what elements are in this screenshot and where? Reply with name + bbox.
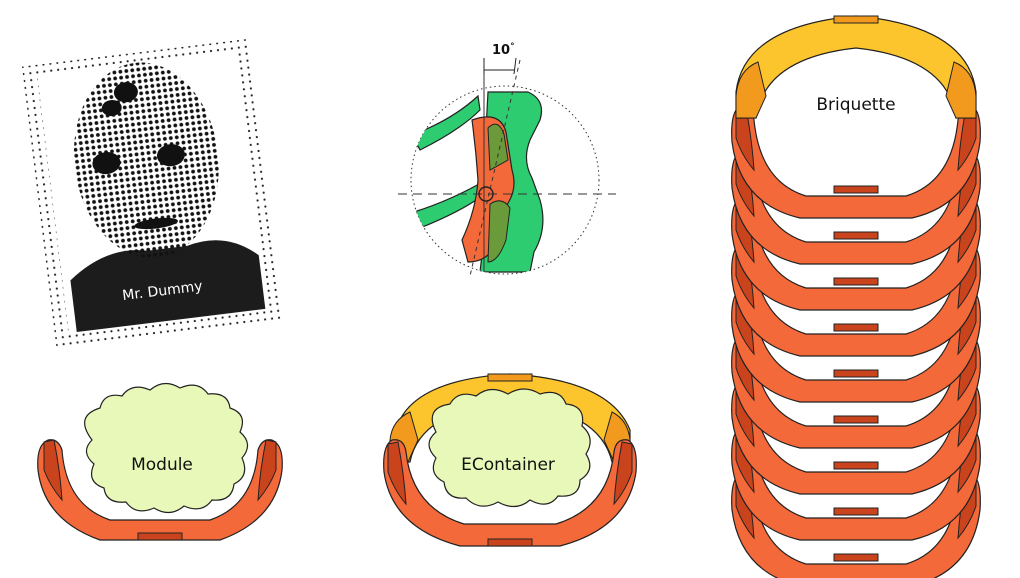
econtainer-tray-right-lip [613,441,633,506]
module-label: Module [131,455,193,475]
module-tray-left-lip [43,439,63,502]
briquette-lid-handle [833,15,879,24]
module-diagram: Module [37,382,283,541]
angle-label: 10° [492,42,515,58]
briquette-tray-left-lip [735,107,755,172]
briquette-tray-foot [833,369,879,378]
econtainer-tray [383,439,637,547]
briquette-tray-foot [833,185,879,194]
tilted-axis [469,59,521,277]
module-tray [37,439,283,541]
briquette-diagram: Briquette [731,15,981,578]
detail-circle [410,85,600,275]
briquette-label: Briquette [816,95,895,115]
briquette-lid-left-corner [735,61,767,119]
module-tray-foot [137,532,183,541]
econtainer-tray-foot [487,538,533,547]
green-arc-upper [411,94,481,151]
econtainer-cloud [428,388,591,508]
angle-detail: 10° [398,42,616,277]
briquette-lid-right-corner [945,61,977,119]
briquette-tray-stack [731,105,981,578]
econtainer-label: EContainer [461,455,555,475]
photo-left-eye [92,152,121,175]
econtainer-lid-handle [487,373,533,382]
overlap-upper [487,123,509,171]
briquette-tray-foot [833,323,879,332]
briquette-tray-foot [833,277,879,286]
photo-mouth [134,217,178,230]
module-tray-right-lip [257,439,277,502]
photo-shoulders [70,240,266,332]
econtainer-diagram: EContainer [383,373,637,547]
briquette-tray-foot [833,231,879,240]
briquette-tray-right-lip [957,107,977,172]
pivot-marker [478,186,494,202]
overlap-lower [487,200,511,263]
photo-forehead-mark [113,82,138,103]
photo-right-eye [156,144,185,167]
briquette-tray-foot [833,553,879,562]
module-cloud [84,382,249,514]
briquette-tray-foot [833,461,879,470]
briquette-tray [731,105,981,219]
briquette-tray-body [731,105,981,219]
briquette-tray-foot [833,415,879,424]
econtainer-tray-left-lip [387,441,407,506]
briquette-tray-foot [833,507,879,516]
dummy-photo: Mr. Dummy [22,39,281,347]
